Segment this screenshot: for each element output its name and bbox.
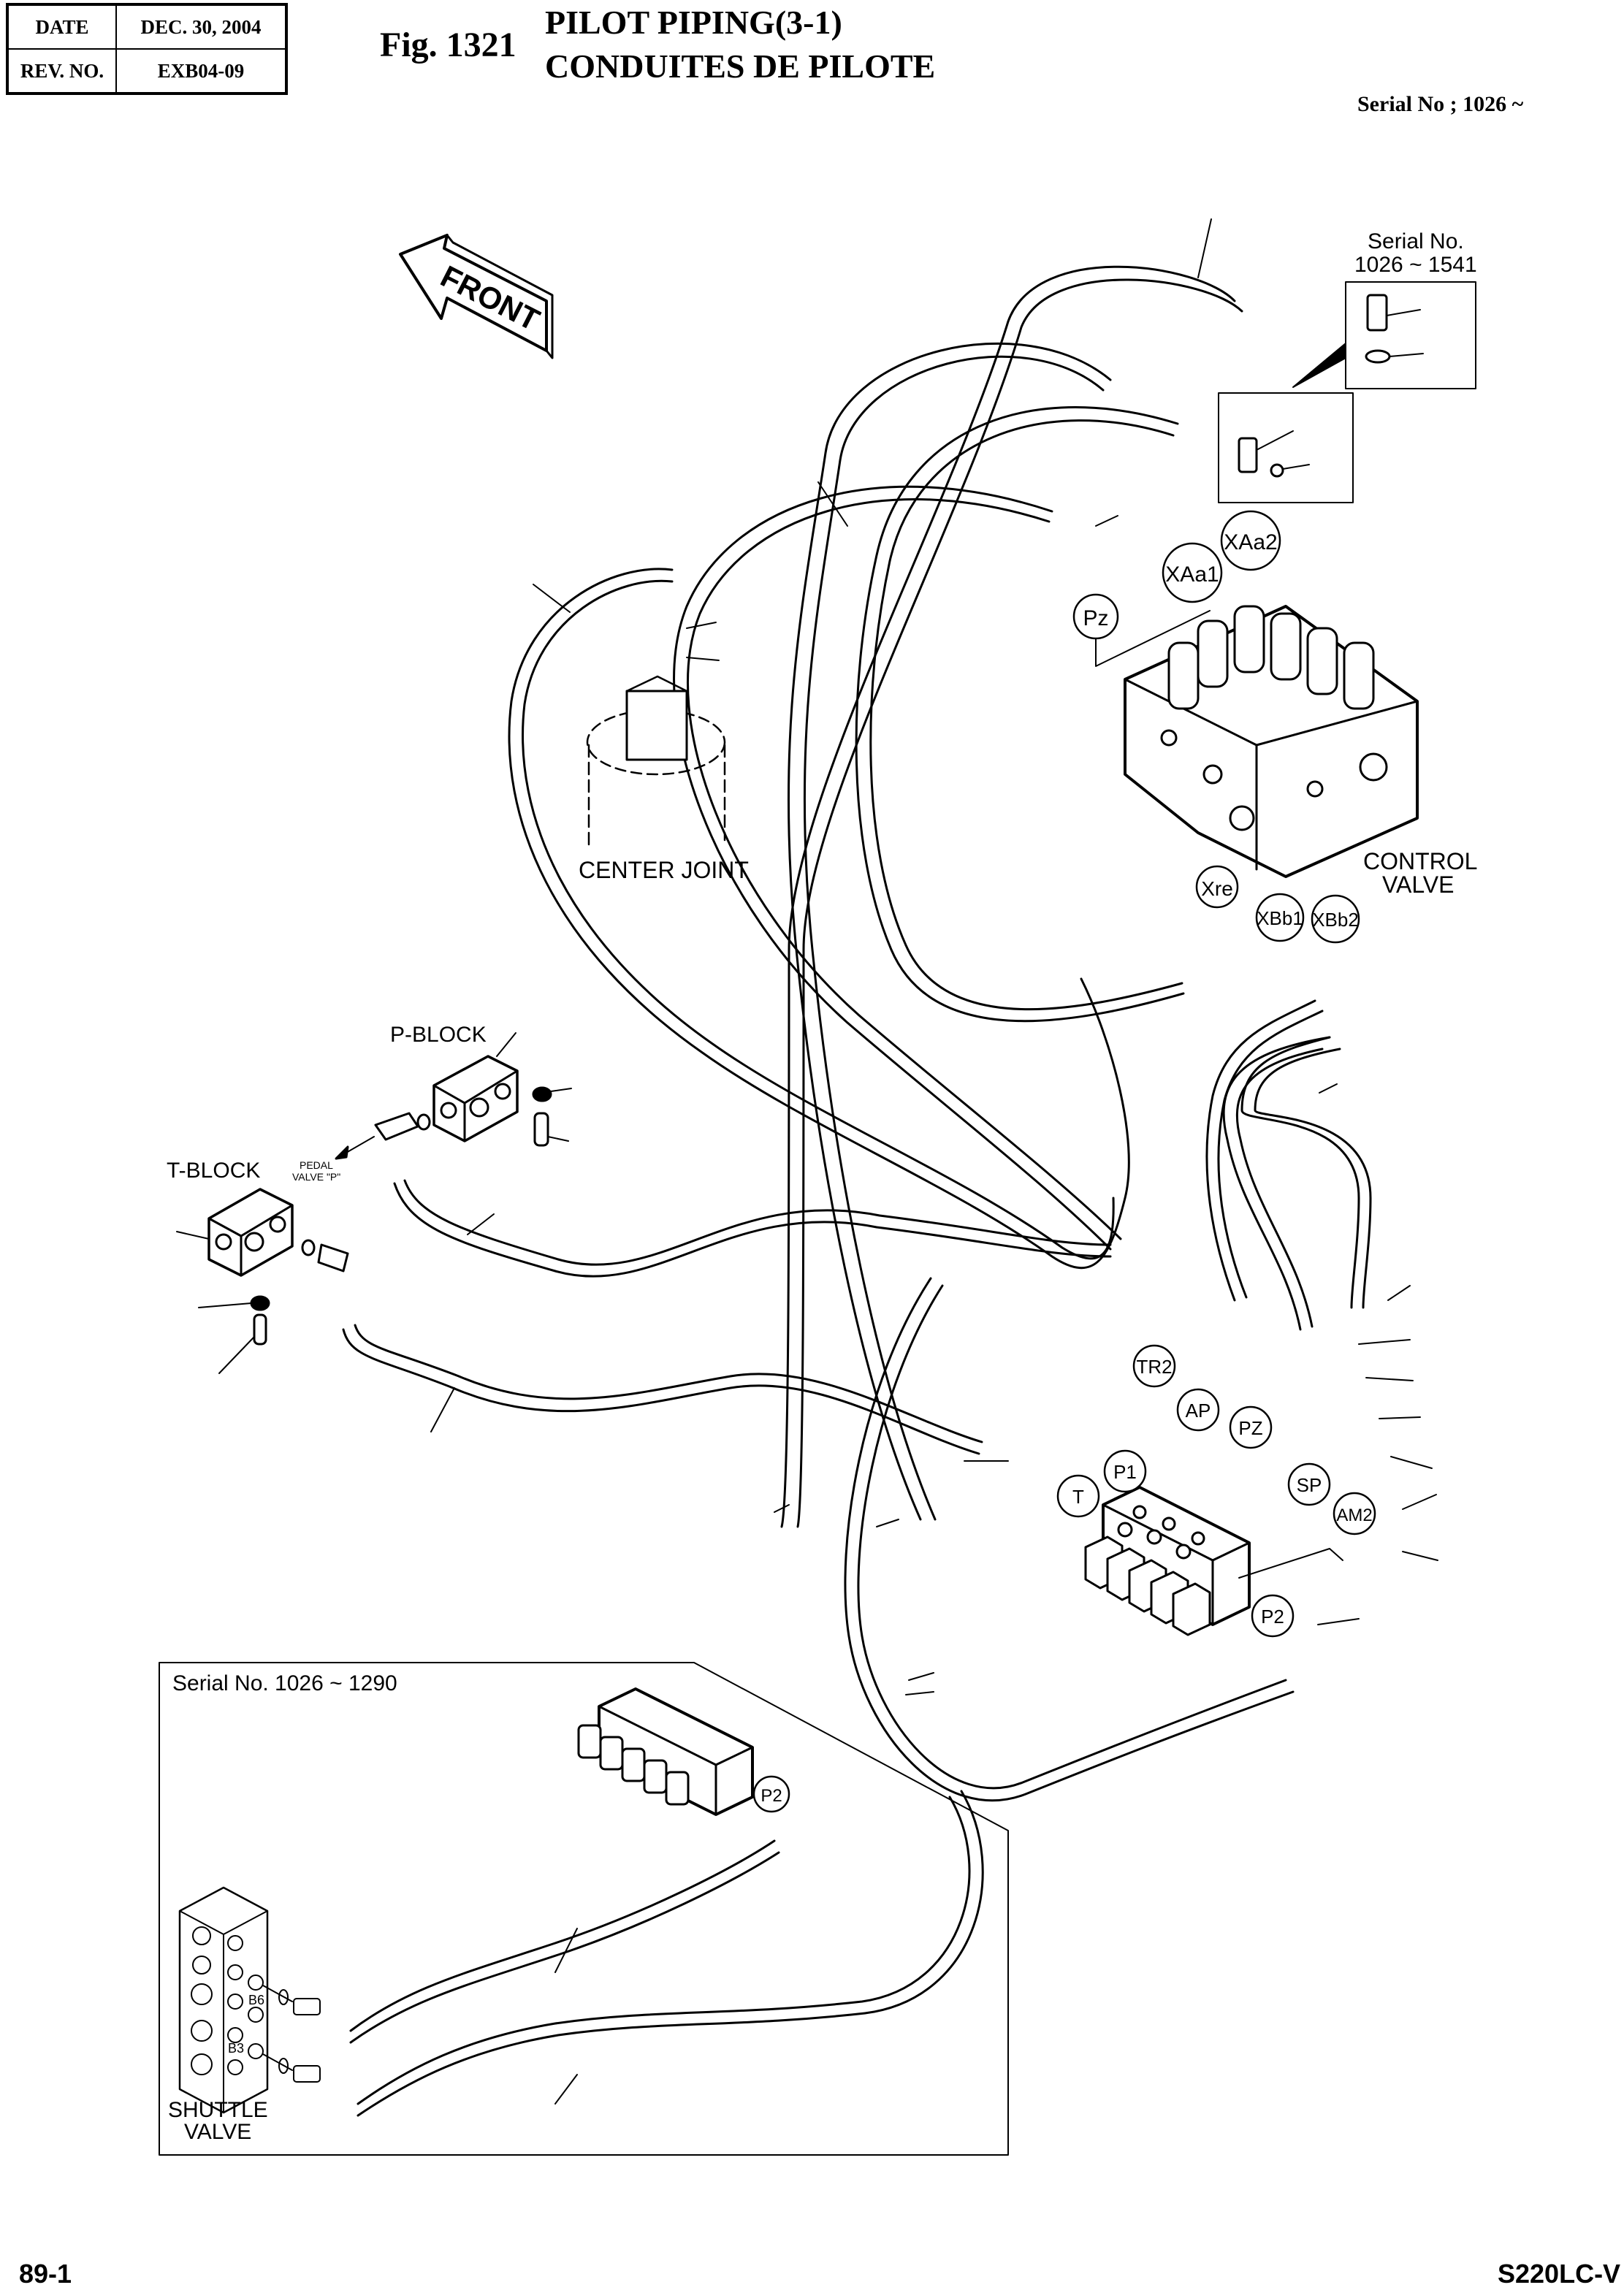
revision-table: DATE DEC. 30, 2004 REV. NO. EXB04-09 xyxy=(6,3,288,95)
pilot-manifold xyxy=(1084,1486,1343,1636)
svg-text:SP: SP xyxy=(1297,1474,1322,1496)
date-label: DATE xyxy=(7,4,117,50)
hose xyxy=(349,1839,780,2044)
port-callout-tr2: TR2 xyxy=(1132,1344,1176,1388)
svg-text:T: T xyxy=(1072,1486,1084,1508)
t-block-label: T-BLOCK xyxy=(167,1159,260,1183)
shuttle-valve-label-line2: VALVE xyxy=(184,2120,251,2144)
hose xyxy=(780,265,1243,1528)
control-valve-label-line2: VALVE xyxy=(1382,871,1454,898)
hose xyxy=(357,1790,984,2117)
fitting-icon xyxy=(1238,430,1310,478)
front-arrow-icon: FRONT xyxy=(399,234,554,359)
port-callout-xbb1: XBb1 xyxy=(1255,893,1305,942)
hose xyxy=(844,1277,1295,1802)
port-callouts: XAa1 XAa2 Pz Xre XBb1 XBb2 TR2 A xyxy=(1056,510,1376,1638)
svg-text:PZ: PZ xyxy=(1238,1417,1262,1439)
model-number: S220LC-V xyxy=(1498,2259,1621,2289)
hose xyxy=(1205,999,1324,1302)
lower-detail: Serial No. 1026 ~ 1290 P2 xyxy=(159,1662,1009,2156)
hose xyxy=(342,1324,983,1455)
control-valve-label-line1: CONTROL xyxy=(1363,848,1477,874)
upper-detail-serial-line2: 1026 ~ 1541 xyxy=(1354,253,1477,277)
hose xyxy=(855,406,1185,1023)
fitting-icon xyxy=(1365,294,1424,364)
revision-label: REV. NO. xyxy=(7,48,117,94)
port-callout-ap: AP xyxy=(1176,1388,1220,1432)
p-block-label: P-BLOCK xyxy=(390,1023,487,1047)
hose xyxy=(1240,1036,1372,1309)
port-callout-xaa2: XAa2 xyxy=(1220,510,1281,571)
svg-text:AP: AP xyxy=(1186,1400,1211,1422)
port-callout-p1: P1 xyxy=(1103,1449,1147,1493)
revision-value: EXB04-09 xyxy=(115,48,287,94)
port-callout-sp: SP xyxy=(1287,1462,1331,1506)
hose xyxy=(508,568,1130,1270)
svg-text:P2: P2 xyxy=(1261,1606,1284,1628)
leader-lines xyxy=(430,218,1438,2105)
svg-text:P2: P2 xyxy=(760,1786,782,1806)
port-callout-pz-lower: PZ xyxy=(1229,1405,1273,1449)
revision-row: REV. NO. EXB04-09 xyxy=(7,48,287,94)
center-joint-label: CENTER JOINT xyxy=(579,857,749,883)
hose xyxy=(673,485,1122,1251)
title-french: CONDUITES DE PILOTE xyxy=(545,47,936,85)
svg-text:XAa2: XAa2 xyxy=(1224,530,1277,554)
port-callout-xbb2: XBb2 xyxy=(1311,894,1360,944)
port-callout-pz-upper: Pz xyxy=(1072,593,1211,667)
hose xyxy=(1222,1036,1331,1331)
port-callout-p2: P2 xyxy=(1251,1594,1295,1638)
control-valve: CONTROL VALVE xyxy=(1124,605,1477,898)
center-joint: CENTER JOINT xyxy=(579,675,749,883)
port-callout-t: T xyxy=(1056,1474,1100,1518)
upper-detail: Serial No. 1026 ~ 1541 xyxy=(1218,229,1477,503)
svg-text:P1: P1 xyxy=(1113,1461,1137,1483)
figure-number: Fig. 1321 xyxy=(380,26,516,64)
p-block: P-BLOCK PEDAL VALVE "P" xyxy=(292,1023,572,1183)
port-callout-p2-old: P2 xyxy=(752,1775,790,1813)
port-callout-xre: Xre xyxy=(1195,865,1239,909)
port-callout-am2: AM2 xyxy=(1333,1492,1376,1535)
pedal-valve-label-line2: VALVE "P" xyxy=(292,1171,340,1183)
shuttle-valve: B6 B3 SHUTTLE VALVE xyxy=(168,1886,321,2144)
pilot-manifold-old xyxy=(577,1687,754,1816)
date-row: DATE DEC. 30, 2004 xyxy=(7,4,287,50)
svg-text:XAa1: XAa1 xyxy=(1165,562,1219,587)
t-block: T-BLOCK xyxy=(167,1159,349,1374)
shuttle-valve-label-line1: SHUTTLE xyxy=(168,2098,268,2122)
hoses xyxy=(342,265,1372,2117)
upper-detail-serial-line1: Serial No. xyxy=(1368,229,1464,253)
shuttle-port-b3: B3 xyxy=(228,2041,244,2056)
title-english: PILOT PIPING(3-1) xyxy=(545,4,842,41)
svg-text:TR2: TR2 xyxy=(1136,1356,1172,1378)
svg-text:AM2: AM2 xyxy=(1336,1506,1372,1525)
svg-text:XBb1: XBb1 xyxy=(1257,907,1303,929)
svg-text:XBb2: XBb2 xyxy=(1312,909,1359,931)
date-value: DEC. 30, 2004 xyxy=(115,4,287,50)
serial-range: Serial No ; 1026 ~ xyxy=(1357,92,1524,116)
hose xyxy=(787,342,1112,1521)
pedal-valve-label-line1: PEDAL xyxy=(300,1159,333,1171)
shuttle-port-b6: B6 xyxy=(248,1993,264,2007)
lower-detail-serial: Serial No. 1026 ~ 1290 xyxy=(172,1671,397,1695)
svg-text:Xre: Xre xyxy=(1201,877,1233,900)
port-callout-xaa1: XAa1 xyxy=(1162,542,1223,603)
svg-text:Pz: Pz xyxy=(1083,606,1108,630)
hose xyxy=(393,1179,1112,1278)
page-number: 89-1 xyxy=(19,2259,72,2289)
